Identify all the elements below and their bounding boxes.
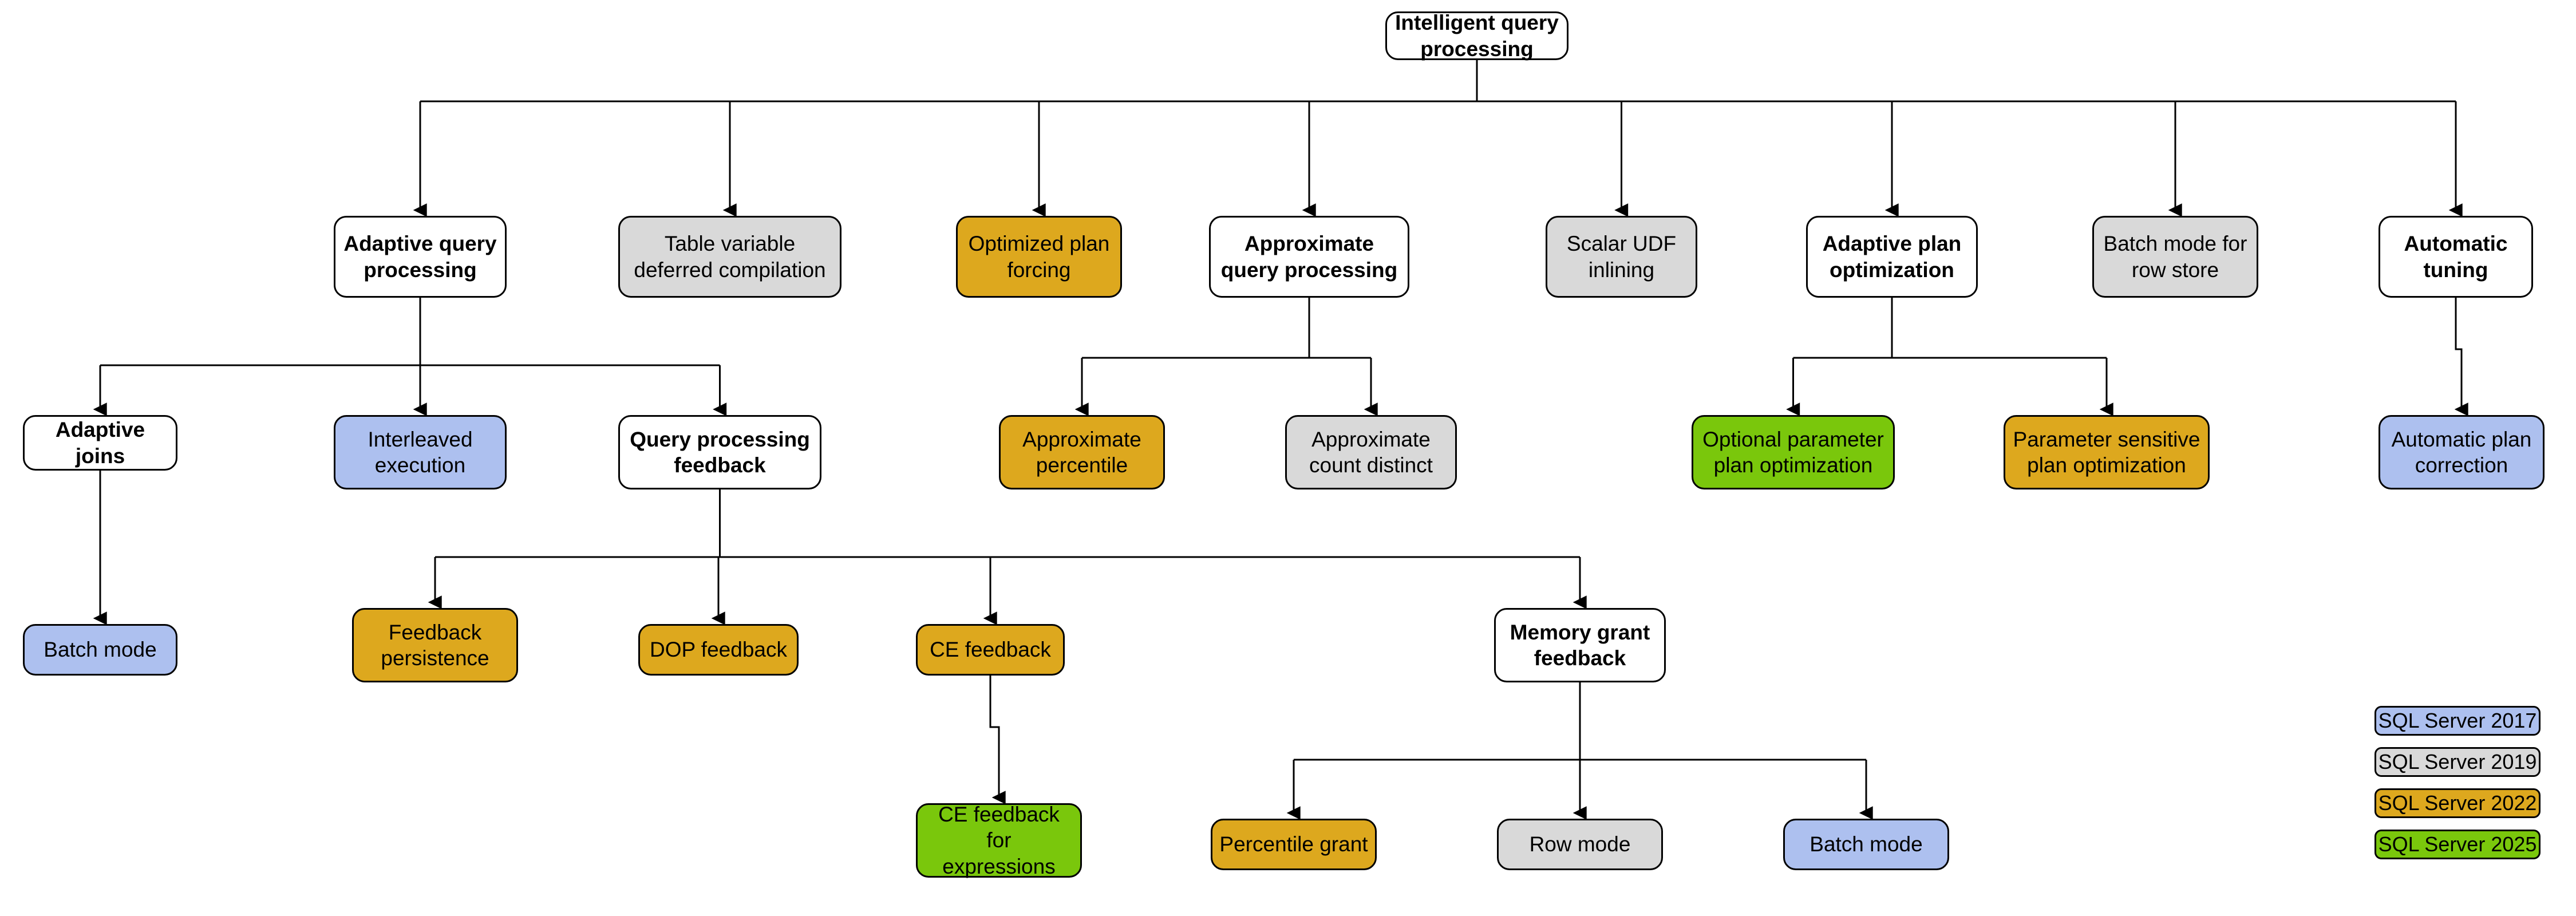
node-interleaved[interactable]: Interleaved execution [334,415,507,489]
node-tvdc[interactable]: Table variable deferred compilation [618,216,841,298]
node-rowmode[interactable]: Row mode [1497,819,1663,870]
legend-item-sql-server-2019: SQL Server 2019 [2374,747,2541,777]
node-cefeedbackexpr[interactable]: CE feedback for expressions [916,803,1082,878]
node-sudf[interactable]: Scalar UDF inlining [1546,216,1697,298]
connector [989,676,1006,804]
legend-item-sql-server-2025: SQL Server 2025 [2374,830,2541,859]
node-bmrs[interactable]: Batch mode for row store [2092,216,2258,298]
node-opf[interactable]: Optimized plan forcing [956,216,1122,298]
legend-item-sql-server-2017: SQL Server 2017 [2374,706,2541,736]
node-approxcd[interactable]: Approximate count distinct [1285,415,1457,489]
node-batchmode2[interactable]: Batch mode [1783,819,1949,870]
node-apo[interactable]: Adaptive plan optimization [1806,216,1978,298]
node-root[interactable]: Intelligent query processing [1385,11,1568,61]
node-oppo[interactable]: Optional parameter plan optimization [1692,415,1895,489]
node-qpfeedback[interactable]: Query processing feedback [618,415,821,489]
node-memgrant[interactable]: Memory grant feedback [1494,608,1666,682]
node-dopfeedback[interactable]: DOP feedback [638,624,799,676]
node-aqp[interactable]: Adaptive query processing [334,216,507,298]
node-autotune[interactable]: Automatic tuning [2379,216,2533,298]
node-autoplancorr[interactable]: Automatic plan correction [2379,415,2545,489]
node-pctgrant[interactable]: Percentile grant [1211,819,1377,870]
connector [2454,298,2468,416]
node-approxpct[interactable]: Approximate percentile [999,415,1165,489]
node-approx[interactable]: Approximate query processing [1209,216,1409,298]
node-psppo[interactable]: Parameter sensitive plan optimization [2004,415,2210,489]
node-feedbackpers[interactable]: Feedback persistence [352,608,518,682]
node-cefeedback[interactable]: CE feedback [916,624,1065,676]
legend-item-sql-server-2022: SQL Server 2022 [2374,788,2541,818]
node-batchmode1[interactable]: Batch mode [23,624,177,676]
node-adaptivejoins[interactable]: Adaptive joins [23,415,177,471]
